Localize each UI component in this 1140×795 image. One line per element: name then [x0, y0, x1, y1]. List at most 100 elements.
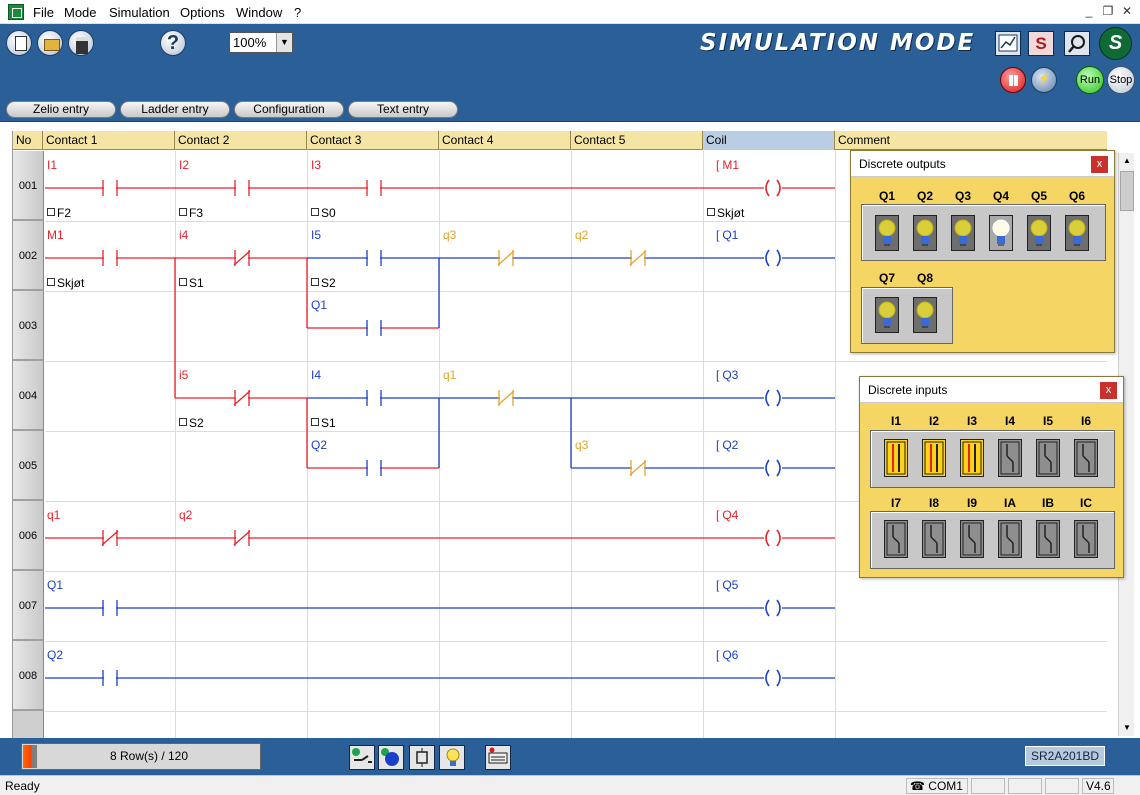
s-button[interactable]: S	[1028, 31, 1054, 56]
label-text: I2	[179, 158, 190, 172]
output-label: Q3	[954, 189, 971, 203]
row-number[interactable]: 005	[13, 431, 43, 501]
run-button[interactable]: Run	[1076, 66, 1104, 94]
coil-arc-right	[776, 599, 781, 617]
contact-label: I3	[311, 158, 321, 172]
coil-arc-right	[776, 179, 781, 197]
grid-line	[45, 291, 1107, 292]
contact-gap	[104, 606, 116, 610]
power-icon[interactable]: ⚡	[1031, 67, 1057, 93]
row-number-column: 001 002 003 004 005 006 007 008	[13, 151, 44, 739]
tab-ladder-entry[interactable]: Ladder entry	[120, 101, 230, 118]
checkbox-icon[interactable]	[311, 278, 319, 286]
aux-label: S2	[311, 276, 336, 290]
input-label: I7	[890, 496, 901, 510]
bulb-icon	[875, 297, 899, 333]
row-number[interactable]: 002	[13, 221, 43, 291]
label-text: Q4	[722, 508, 739, 522]
close-icon[interactable]: x	[1091, 156, 1108, 173]
coil-arc-right	[776, 249, 781, 267]
checkbox-icon[interactable]	[311, 418, 319, 426]
save-icon[interactable]	[68, 30, 94, 56]
new-document-icon[interactable]	[6, 30, 32, 56]
status-cell	[1045, 778, 1079, 794]
contact-label: I5	[311, 228, 321, 242]
search-icon[interactable]	[1064, 31, 1090, 56]
input-switch[interactable]	[884, 439, 908, 477]
label-text: Q6	[722, 648, 739, 662]
close-icon[interactable]: x	[1100, 382, 1117, 399]
bulb-icon	[951, 215, 975, 251]
input-switch[interactable]	[998, 520, 1022, 558]
input-switch[interactable]	[1036, 520, 1060, 558]
help-icon[interactable]: ?	[160, 30, 186, 56]
menu-mode[interactable]: Mode	[64, 5, 97, 20]
row-number[interactable]: 006	[13, 501, 43, 571]
restore-button[interactable]: ❐	[1102, 4, 1114, 18]
col-comment: Comment	[835, 131, 1107, 150]
aux-label: F3	[179, 206, 203, 220]
minimize-button[interactable]: _	[1085, 4, 1093, 18]
aux-label: Skjøt	[47, 276, 84, 290]
checkbox-icon[interactable]	[179, 278, 187, 286]
input-switch[interactable]	[884, 520, 908, 558]
tab-text-entry[interactable]: Text entry	[348, 101, 458, 118]
coil-arc-left	[765, 389, 770, 407]
row-number[interactable]: 008	[13, 641, 43, 711]
coil-arc-left	[765, 249, 770, 267]
bulb-icon[interactable]	[439, 745, 465, 770]
input-switch[interactable]	[922, 439, 946, 477]
menu-file[interactable]: File	[33, 5, 54, 20]
row-number[interactable]: 004	[13, 361, 43, 431]
menu-help[interactable]: ?	[294, 5, 302, 20]
checkbox-icon[interactable]	[707, 208, 715, 216]
record-icon[interactable]	[378, 745, 404, 770]
bulb-icon	[989, 215, 1013, 251]
switch-icon[interactable]	[349, 745, 375, 770]
scroll-thumb[interactable]	[1120, 171, 1134, 211]
version-label: V4.6	[1082, 778, 1114, 794]
pause-button[interactable]	[1000, 67, 1026, 93]
entry-tabs-bar: Zelio entry Ladder entry Configuration T…	[0, 98, 1140, 122]
aux-label: Skjøt	[707, 206, 744, 220]
menu-simulation[interactable]: Simulation	[109, 5, 170, 20]
tab-zelio-entry[interactable]: Zelio entry	[6, 101, 116, 118]
menu-options[interactable]: Options	[180, 5, 225, 20]
label-text: i5	[179, 368, 189, 382]
relay-icon[interactable]	[409, 745, 435, 770]
row-number[interactable]: 007	[13, 571, 43, 641]
scroll-down-icon[interactable]: ▼	[1123, 723, 1131, 732]
col-contact-2: Contact 2	[175, 131, 307, 150]
input-switch[interactable]	[1074, 439, 1098, 477]
checkbox-icon[interactable]	[179, 208, 187, 216]
keyboard-icon[interactable]	[485, 745, 511, 770]
output-label: Q5	[1030, 189, 1047, 203]
chart-icon[interactable]	[995, 31, 1021, 56]
checkbox-icon[interactable]	[179, 418, 187, 426]
tab-configuration[interactable]: Configuration	[234, 101, 344, 118]
zoom-select[interactable]: 100% ▼	[229, 32, 293, 53]
ladder-diagram	[45, 179, 835, 687]
row-number[interactable]: 003	[13, 291, 43, 361]
input-switch[interactable]	[960, 439, 984, 477]
menu-window[interactable]: Window	[236, 5, 283, 20]
close-button[interactable]: ✕	[1121, 4, 1133, 18]
input-switch[interactable]	[960, 520, 984, 558]
input-switch[interactable]	[998, 439, 1022, 477]
label-text: M1	[722, 158, 740, 172]
row-number[interactable]: 001	[13, 151, 43, 221]
checkbox-icon[interactable]	[47, 278, 55, 286]
scroll-up-icon[interactable]: ▲	[1123, 156, 1131, 165]
port-label: COM1	[928, 779, 963, 793]
checkbox-icon[interactable]	[311, 208, 319, 216]
open-folder-icon[interactable]	[37, 30, 63, 56]
stop-button[interactable]: Stop	[1107, 66, 1135, 94]
input-switch[interactable]	[922, 520, 946, 558]
chevron-down-icon[interactable]: ▼	[276, 33, 292, 52]
input-switch[interactable]	[1074, 520, 1098, 558]
input-switch[interactable]	[1036, 439, 1060, 477]
status-text: Ready	[5, 779, 40, 793]
grid-line	[45, 711, 1107, 712]
checkbox-icon[interactable]	[47, 208, 55, 216]
